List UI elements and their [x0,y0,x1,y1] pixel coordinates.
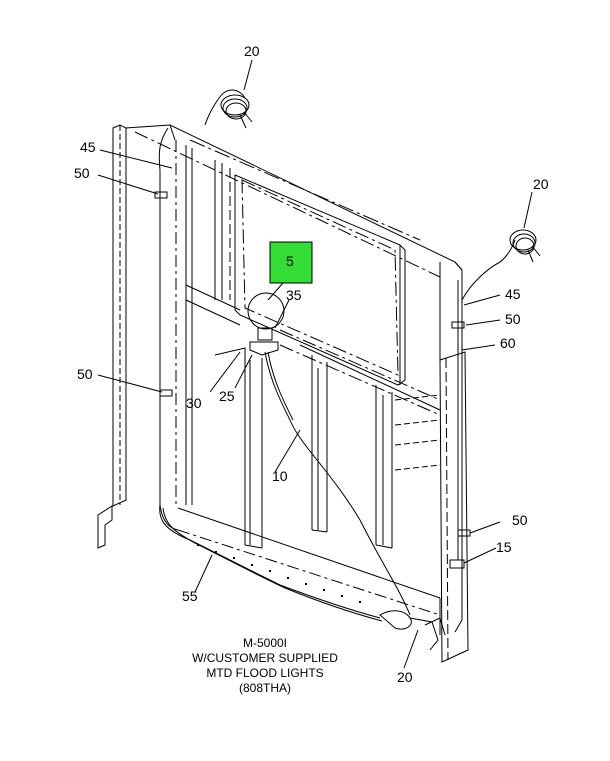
callout-55[interactable]: 55 [182,588,198,604]
cab-back-panel-drawing [97,89,541,663]
callout-20-right[interactable]: 20 [533,176,549,192]
callout-20-top[interactable]: 20 [244,43,260,59]
callout-45-left[interactable]: 45 [80,139,96,155]
callout-25[interactable]: 25 [219,388,235,404]
callout-labels: 20 45 50 50 20 5 35 45 50 60 30 25 10 50… [74,43,549,685]
callout-20-bottom[interactable]: 20 [397,669,413,685]
caption-line-1: M-5000I [242,636,288,650]
caption-line-2: W/CUSTOMER SUPPLIED [192,651,338,665]
callout-35[interactable]: 35 [286,287,302,303]
callout-15[interactable]: 15 [496,539,512,555]
callout-50-lower-right[interactable]: 50 [512,512,528,528]
callout-50-top-left[interactable]: 50 [74,165,90,181]
caption-line-4: (808THA) [238,681,291,695]
callout-50-right[interactable]: 50 [505,311,521,327]
callout-50-mid-left[interactable]: 50 [77,366,93,382]
callout-30[interactable]: 30 [186,395,202,411]
callout-5[interactable]: 5 [286,253,294,269]
callout-5-highlight[interactable] [269,241,313,284]
caption-line-3: MTD FLOOD LIGHTS [206,666,324,680]
callout-10[interactable]: 10 [272,468,288,484]
leader-lines [97,59,533,669]
diagram-caption: M-5000I W/CUSTOMER SUPPLIED MTD FLOOD LI… [180,636,350,696]
callout-45-right[interactable]: 45 [505,286,521,302]
callout-60[interactable]: 60 [500,335,516,351]
